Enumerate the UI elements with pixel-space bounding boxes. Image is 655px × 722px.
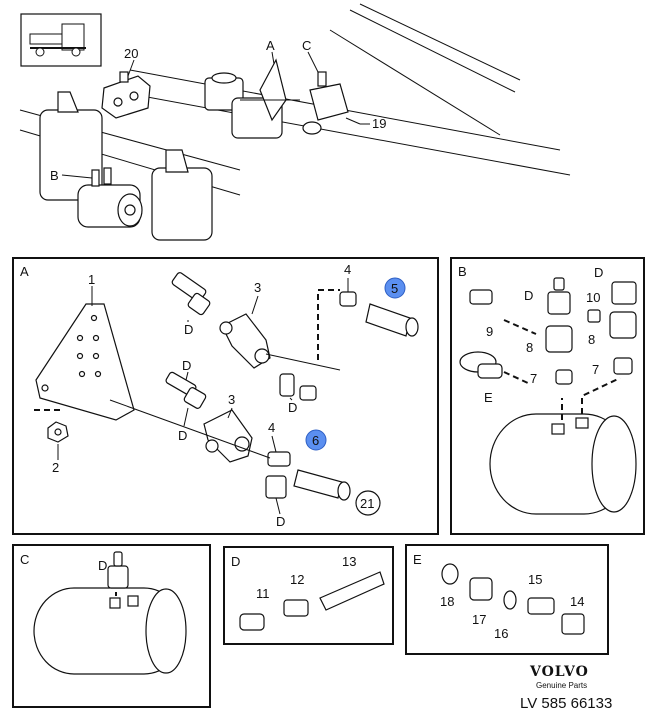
panel-d-label: D (231, 554, 240, 569)
callout-D-e: D (276, 514, 285, 529)
callout-14: 14 (570, 594, 584, 609)
highlight-marker-5 (384, 277, 406, 299)
callout-10: 10 (586, 290, 600, 305)
callout-15: 15 (528, 572, 542, 587)
callout-12: 12 (290, 572, 304, 587)
callout-17: 17 (472, 612, 486, 627)
panel-e: E 18 17 16 15 14 (405, 544, 609, 655)
callout-B-D1: D (524, 288, 533, 303)
callout-7-left: 7 (530, 371, 537, 386)
callout-D-a: D (184, 322, 193, 337)
panel-e-label: E (413, 552, 422, 567)
overview-illustration: 20 A C 19 B (19, 3, 571, 241)
callout-B: B (50, 168, 59, 183)
callout-7-right: 7 (592, 362, 599, 377)
callout-21: 21 (360, 496, 374, 511)
callout-1: 1 (88, 272, 95, 287)
panel-c-label: C (20, 552, 29, 567)
callout-3-upper: 3 (254, 280, 261, 295)
callout-C-D: D (98, 558, 107, 573)
callout-4-upper: 4 (344, 262, 351, 277)
brand-footer: VOLVO Genuine Parts LV 585 66133 (520, 664, 612, 712)
callout-6: 6 (312, 433, 319, 448)
document-number: LV 585 66133 (520, 695, 612, 712)
callout-E: E (484, 390, 493, 405)
panel-b: B D D 10 9 8 8 7 7 E (450, 257, 645, 535)
panel-a: A 5 (12, 257, 439, 535)
callout-3-lower: 3 (228, 392, 235, 407)
callout-C: C (302, 38, 311, 53)
highlight-marker-6 (305, 429, 327, 451)
callout-18: 18 (440, 594, 454, 609)
callout-5: 5 (391, 281, 398, 296)
panel-a-label: A (20, 264, 29, 279)
callout-8-left: 8 (526, 340, 533, 355)
callout-8-right: 8 (588, 332, 595, 347)
callout-D-b: D (182, 358, 191, 373)
truck-icon (20, 13, 102, 67)
callout-19: 19 (372, 116, 386, 131)
callout-16: 16 (494, 626, 508, 641)
callout-9: 9 (486, 324, 493, 339)
callout-4-lower: 4 (268, 420, 275, 435)
panel-d: D 11 12 13 (223, 546, 394, 645)
callout-B-D2: D (594, 265, 603, 280)
callout-20: 20 (124, 46, 138, 61)
callout-D-c: D (178, 428, 187, 443)
panel-c: C D (12, 544, 211, 708)
callout-2: 2 (52, 460, 59, 475)
brand-tagline: Genuine Parts (536, 681, 587, 690)
brand-logo: VOLVO (529, 664, 589, 680)
panel-b-label: B (458, 264, 467, 279)
callout-A: A (266, 38, 275, 53)
callout-D-d: D (288, 400, 297, 415)
callout-11: 11 (256, 586, 270, 601)
callout-13: 13 (342, 554, 356, 569)
